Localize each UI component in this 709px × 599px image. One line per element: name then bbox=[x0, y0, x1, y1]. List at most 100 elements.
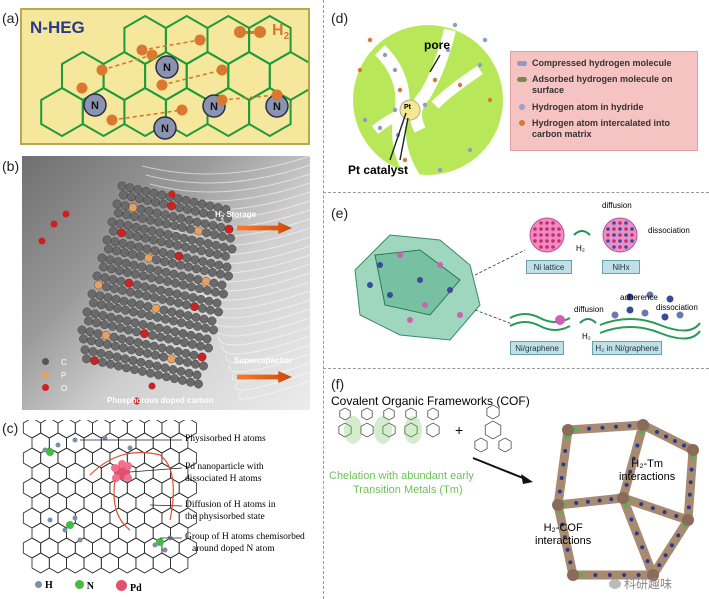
lattice-atom bbox=[111, 341, 120, 351]
lattice-atom bbox=[126, 241, 136, 250]
lattice-atom bbox=[117, 334, 127, 344]
lattice-atom bbox=[125, 336, 135, 346]
h-particle bbox=[626, 293, 634, 301]
annotation-group-1: Group of H atoms chemisorbed bbox=[185, 532, 305, 542]
lattice-atom bbox=[211, 241, 221, 250]
atom-sheet bbox=[38, 181, 237, 405]
cof-atom bbox=[674, 514, 679, 519]
h-atom bbox=[47, 517, 53, 523]
lattice-atom bbox=[138, 214, 147, 223]
lattice-atom bbox=[168, 365, 178, 375]
lattice-atom bbox=[155, 275, 164, 285]
lattice-atom bbox=[171, 232, 181, 241]
lattice-atom bbox=[147, 273, 156, 283]
lattice-atom bbox=[131, 269, 140, 279]
panel-e-ni-graphene: Ni lattice NiHx diffusion dissociation H… bbox=[330, 195, 709, 367]
lattice-atom bbox=[118, 239, 128, 249]
hex-network bbox=[22, 420, 197, 574]
lattice-atom bbox=[192, 370, 202, 380]
lattice-atom bbox=[192, 217, 202, 227]
ni-particle bbox=[407, 317, 413, 323]
lattice-atom bbox=[144, 253, 153, 263]
ni-atom bbox=[557, 233, 561, 237]
lattice-atom bbox=[132, 327, 141, 337]
lattice-atom bbox=[168, 212, 178, 221]
lattice-atom bbox=[119, 190, 128, 200]
lattice-atom bbox=[221, 251, 230, 261]
h-atom bbox=[194, 34, 206, 46]
cof-node bbox=[682, 514, 694, 526]
lattice-atom bbox=[224, 271, 233, 281]
lattice-atom bbox=[77, 325, 87, 335]
h-atom bbox=[146, 49, 158, 61]
lattice-atom bbox=[218, 232, 227, 241]
cof-atom bbox=[682, 443, 686, 448]
lattice-atom bbox=[79, 334, 88, 344]
cof-atom bbox=[559, 476, 564, 480]
lattice-atom bbox=[100, 320, 109, 330]
ni-atom bbox=[533, 227, 537, 231]
lattice-atom bbox=[207, 316, 217, 326]
panel-b-phosphorous-carbon-image: H2 Storage Supercapacitor Phosphorous do… bbox=[22, 156, 310, 410]
lattice-atom bbox=[188, 293, 198, 303]
cof-atom bbox=[676, 533, 681, 538]
lattice-atom bbox=[90, 309, 100, 319]
lattice-atom bbox=[111, 294, 121, 304]
cof-atom bbox=[565, 435, 569, 440]
lattice-atom bbox=[97, 253, 107, 263]
lattice-atom bbox=[175, 203, 184, 212]
cof-atom bbox=[562, 535, 567, 540]
nihx-atom bbox=[624, 221, 628, 225]
nihx-atom bbox=[618, 233, 622, 237]
lattice-atom bbox=[204, 343, 213, 353]
lattice-atom bbox=[178, 223, 187, 232]
lattice-atom bbox=[82, 354, 91, 364]
cof-node bbox=[687, 444, 699, 456]
lattice-atom bbox=[105, 255, 115, 265]
lattice-atom bbox=[164, 287, 174, 297]
hydrogen-dot bbox=[362, 117, 368, 123]
lattice-atom bbox=[152, 208, 162, 218]
lattice-atom bbox=[124, 325, 133, 335]
h-atom bbox=[55, 442, 61, 448]
ni-atom bbox=[551, 227, 555, 231]
nihx-atom bbox=[612, 221, 616, 225]
lattice-atom bbox=[165, 345, 175, 355]
cof-atom bbox=[593, 573, 598, 577]
lattice-atom bbox=[131, 223, 141, 232]
lattice-atom bbox=[184, 368, 194, 378]
lattice-atom bbox=[199, 361, 208, 371]
chelation-highlight bbox=[404, 416, 422, 444]
lattice-atom bbox=[171, 278, 180, 288]
lattice-atom bbox=[187, 235, 197, 245]
plus-sign: + bbox=[455, 422, 464, 438]
lattice-atom bbox=[126, 287, 135, 297]
cof-node bbox=[647, 569, 659, 581]
hydrogen-dot bbox=[392, 107, 398, 113]
pd-atom bbox=[112, 474, 120, 482]
lattice-atom bbox=[138, 320, 148, 330]
cof-atom bbox=[568, 560, 573, 565]
lattice-atom bbox=[163, 230, 173, 240]
ni-atom bbox=[539, 245, 543, 249]
lattice-atom bbox=[120, 354, 130, 364]
lattice-atom bbox=[109, 332, 119, 342]
ni-graphene-box: Ni/graphene bbox=[510, 341, 564, 355]
lattice-atom bbox=[153, 312, 162, 322]
lattice-atom bbox=[190, 255, 200, 265]
cof-atom bbox=[640, 545, 645, 550]
lattice-atom bbox=[130, 318, 140, 328]
cof-atom bbox=[557, 510, 562, 514]
h-particle bbox=[611, 311, 619, 319]
ni-particle bbox=[387, 292, 393, 298]
lattice-atom bbox=[137, 309, 146, 319]
lattice-atom bbox=[141, 187, 151, 196]
cof-atom bbox=[561, 462, 566, 467]
pt-label: Pt bbox=[404, 104, 411, 111]
lattice-atom bbox=[142, 244, 152, 254]
lattice-atom bbox=[178, 329, 188, 339]
lattice-atom bbox=[172, 336, 181, 346]
lattice-atom bbox=[114, 314, 124, 324]
lattice-atom bbox=[132, 280, 142, 290]
ni-particle bbox=[417, 277, 423, 283]
